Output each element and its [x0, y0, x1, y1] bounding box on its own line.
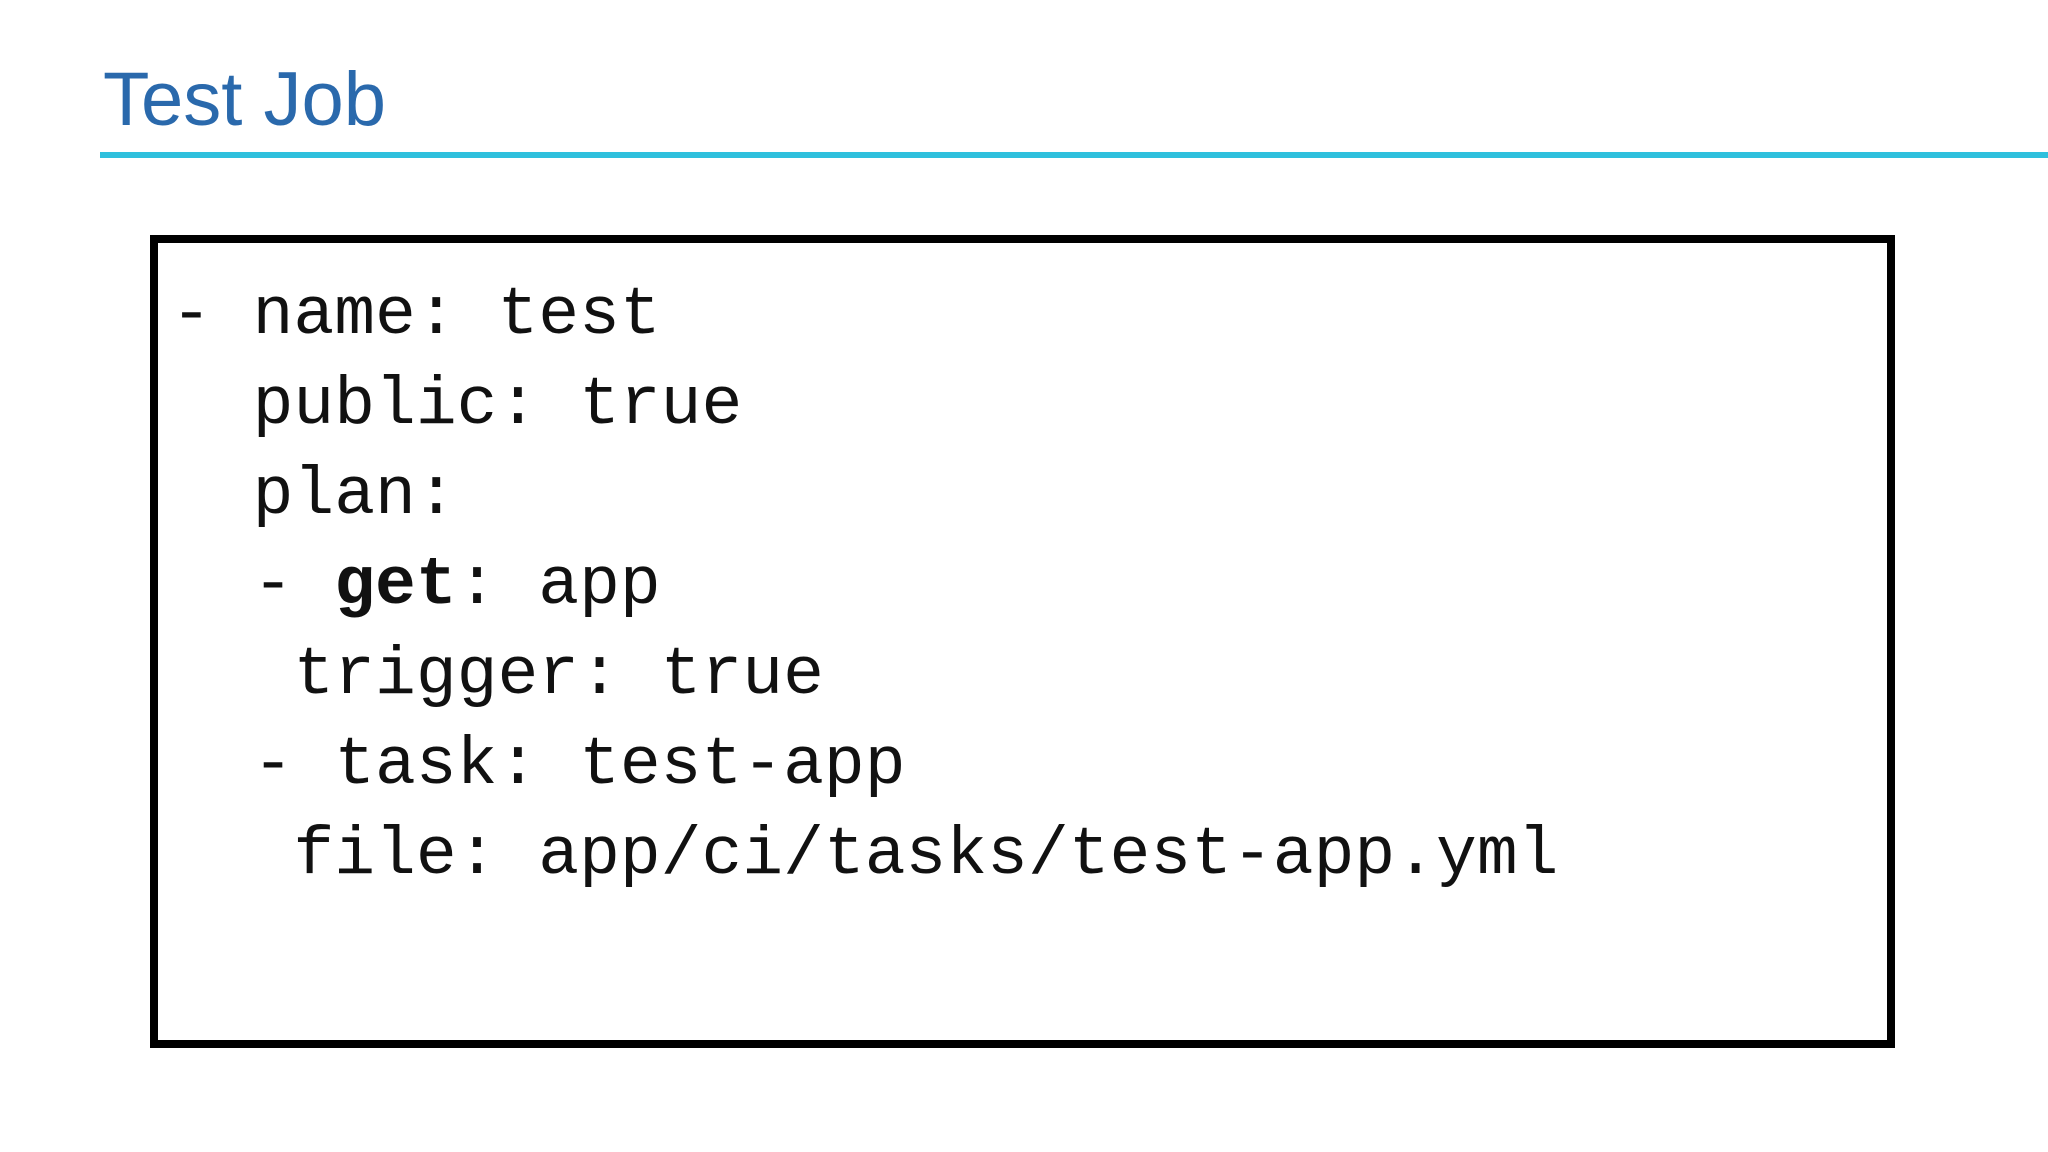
code-line: - name: test: [171, 277, 661, 354]
title-underline: [100, 152, 2048, 158]
code-line: trigger: true: [171, 637, 824, 714]
yaml-code: - name: test public: true plan: - get: a…: [171, 271, 1558, 901]
code-line: - get: app: [171, 547, 661, 624]
code-line: - task: test-app: [171, 727, 906, 804]
code-line: public: true: [171, 367, 743, 444]
code-block-frame: - name: test public: true plan: - get: a…: [150, 235, 1895, 1048]
code-line: plan:: [171, 457, 457, 534]
code-line: file: app/ci/tasks/test-app.yml: [171, 817, 1559, 894]
page-title: Test Job: [103, 57, 387, 142]
